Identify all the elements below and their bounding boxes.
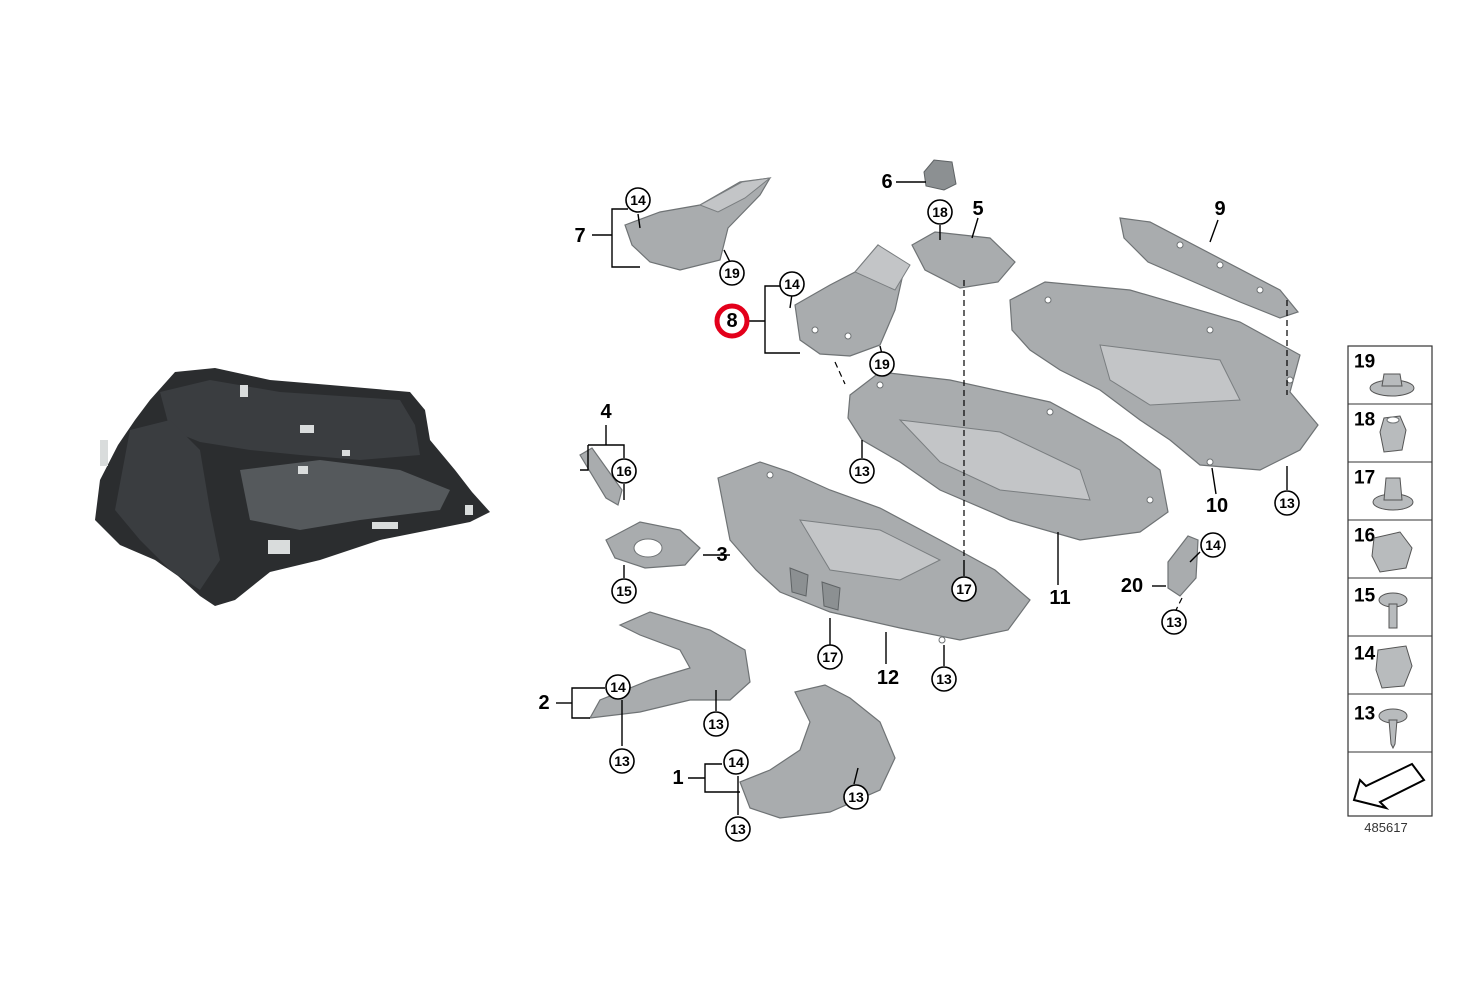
hex-nut-flange-icon: [1369, 373, 1415, 397]
callout-13-part-12: 13: [931, 666, 957, 692]
svg-text:19: 19: [1354, 352, 1375, 373]
svg-text:17: 17: [822, 649, 838, 665]
part-label-12: 12: [877, 667, 899, 689]
part-3-duct: [605, 521, 701, 569]
part-12-panel: [717, 461, 1031, 644]
svg-text:19: 19: [724, 265, 740, 281]
callout-17-part-11: 17: [951, 576, 977, 602]
part-label-2: 2: [538, 692, 549, 714]
svg-text:14: 14: [1205, 537, 1221, 553]
hex-nut-icon: [1379, 415, 1407, 453]
svg-text:14: 14: [784, 276, 800, 292]
part-1-panel: [739, 684, 896, 819]
callout-17-part-12: 17: [817, 644, 843, 670]
part-label-5: 5: [972, 198, 983, 220]
legend-item-18: 18: [1354, 410, 1407, 453]
callout-13-part-20: 13: [1161, 609, 1187, 635]
self-tapping-screw-icon: [1378, 708, 1408, 750]
legend-item-16: 16: [1354, 526, 1413, 573]
collar-nut-icon: [1372, 477, 1414, 511]
leader-lines: [556, 181, 1288, 815]
direction-arrow-icon: [1352, 762, 1426, 810]
legend-item-15: 15: [1354, 586, 1408, 629]
part-9-strip: [1119, 217, 1300, 319]
svg-text:17: 17: [956, 581, 972, 597]
callout-14-part-20: 14: [1200, 532, 1226, 558]
svg-text:16: 16: [616, 463, 632, 479]
svg-text:18: 18: [932, 204, 948, 220]
legend-item-14: 14: [1354, 644, 1413, 689]
part-8-panel: [794, 244, 911, 357]
callout-16: 16: [611, 458, 637, 484]
callout-19-part-7: 19: [719, 260, 745, 286]
svg-text:14: 14: [630, 192, 646, 208]
callout-13-part-10: 13: [1274, 490, 1300, 516]
svg-text:13: 13: [1279, 495, 1295, 511]
document-number: 485617: [1364, 820, 1407, 835]
callout-13-part-1-a: 13: [843, 784, 869, 810]
part-2-panel: [588, 611, 751, 719]
legend-item-17: 17: [1354, 468, 1414, 511]
part-11-panel: [847, 371, 1169, 541]
svg-text:14: 14: [1354, 644, 1376, 665]
clip-nut-icon: [1371, 531, 1413, 573]
part-label-9: 9: [1214, 198, 1225, 220]
svg-text:13: 13: [848, 789, 864, 805]
part-label-7: 7: [574, 225, 585, 247]
svg-text:17: 17: [1354, 468, 1375, 489]
part-label-8: 8: [726, 310, 737, 332]
callout-19-part-8: 19: [869, 351, 895, 377]
callout-13-part-1-b: 13: [725, 816, 751, 842]
svg-text:14: 14: [728, 754, 744, 770]
callout-18: 18: [927, 199, 953, 225]
svg-text:13: 13: [854, 463, 870, 479]
callout-14-part-7: 14: [625, 187, 651, 213]
part-10-panel: [1009, 281, 1319, 471]
callout-13-part-2-b: 13: [609, 748, 635, 774]
clamp-nut-icon: [1375, 645, 1413, 689]
legend-item-19: 19: [1354, 352, 1415, 397]
product-photo: [95, 368, 490, 606]
part-20-bracket: [1167, 535, 1199, 597]
part-label-4: 4: [600, 401, 612, 423]
svg-text:13: 13: [730, 821, 746, 837]
fastener-legend: 19 18 17 16 15 14 13: [1347, 345, 1433, 817]
screw-washer-icon: [1378, 592, 1408, 629]
part-5-panel: [911, 231, 1016, 289]
svg-text:13: 13: [614, 753, 630, 769]
svg-text:19: 19: [874, 356, 890, 372]
svg-text:15: 15: [616, 583, 632, 599]
svg-text:13: 13: [1354, 704, 1375, 725]
callout-15: 15: [611, 578, 637, 604]
callout-14-part-1: 14: [723, 749, 749, 775]
fastener-callouts: 14 19 14 19 18 16 15 13 13 17 17 13 13 1…: [605, 187, 1300, 842]
part-label-10: 10: [1206, 495, 1228, 517]
svg-text:13: 13: [1166, 614, 1182, 630]
part-label-6: 6: [881, 171, 892, 193]
svg-text:15: 15: [1354, 586, 1376, 607]
svg-text:18: 18: [1354, 410, 1375, 431]
part-label-11: 11: [1049, 587, 1070, 609]
callout-13-part-11: 13: [849, 458, 875, 484]
callout-14-part-2: 14: [605, 674, 631, 700]
svg-text:13: 13: [708, 716, 724, 732]
part-labels: 7 8 6 5 9 10 11 12 4 3 2 1 20: [538, 171, 1228, 789]
svg-text:16: 16: [1354, 526, 1375, 547]
part-label-3: 3: [716, 544, 727, 566]
svg-text:14: 14: [610, 679, 626, 695]
callout-13-part-2-a: 13: [703, 711, 729, 737]
part-6-block: [923, 159, 957, 191]
svg-text:13: 13: [936, 671, 952, 687]
part-4-strip: [579, 447, 623, 506]
part-label-1: 1: [672, 767, 683, 789]
part-7-panel: [624, 177, 772, 271]
legend-item-13: 13: [1354, 704, 1408, 750]
part-label-20: 20: [1121, 575, 1143, 597]
part-label-8-highlight: 8: [714, 303, 750, 339]
callout-14-part-8: 14: [779, 271, 805, 297]
